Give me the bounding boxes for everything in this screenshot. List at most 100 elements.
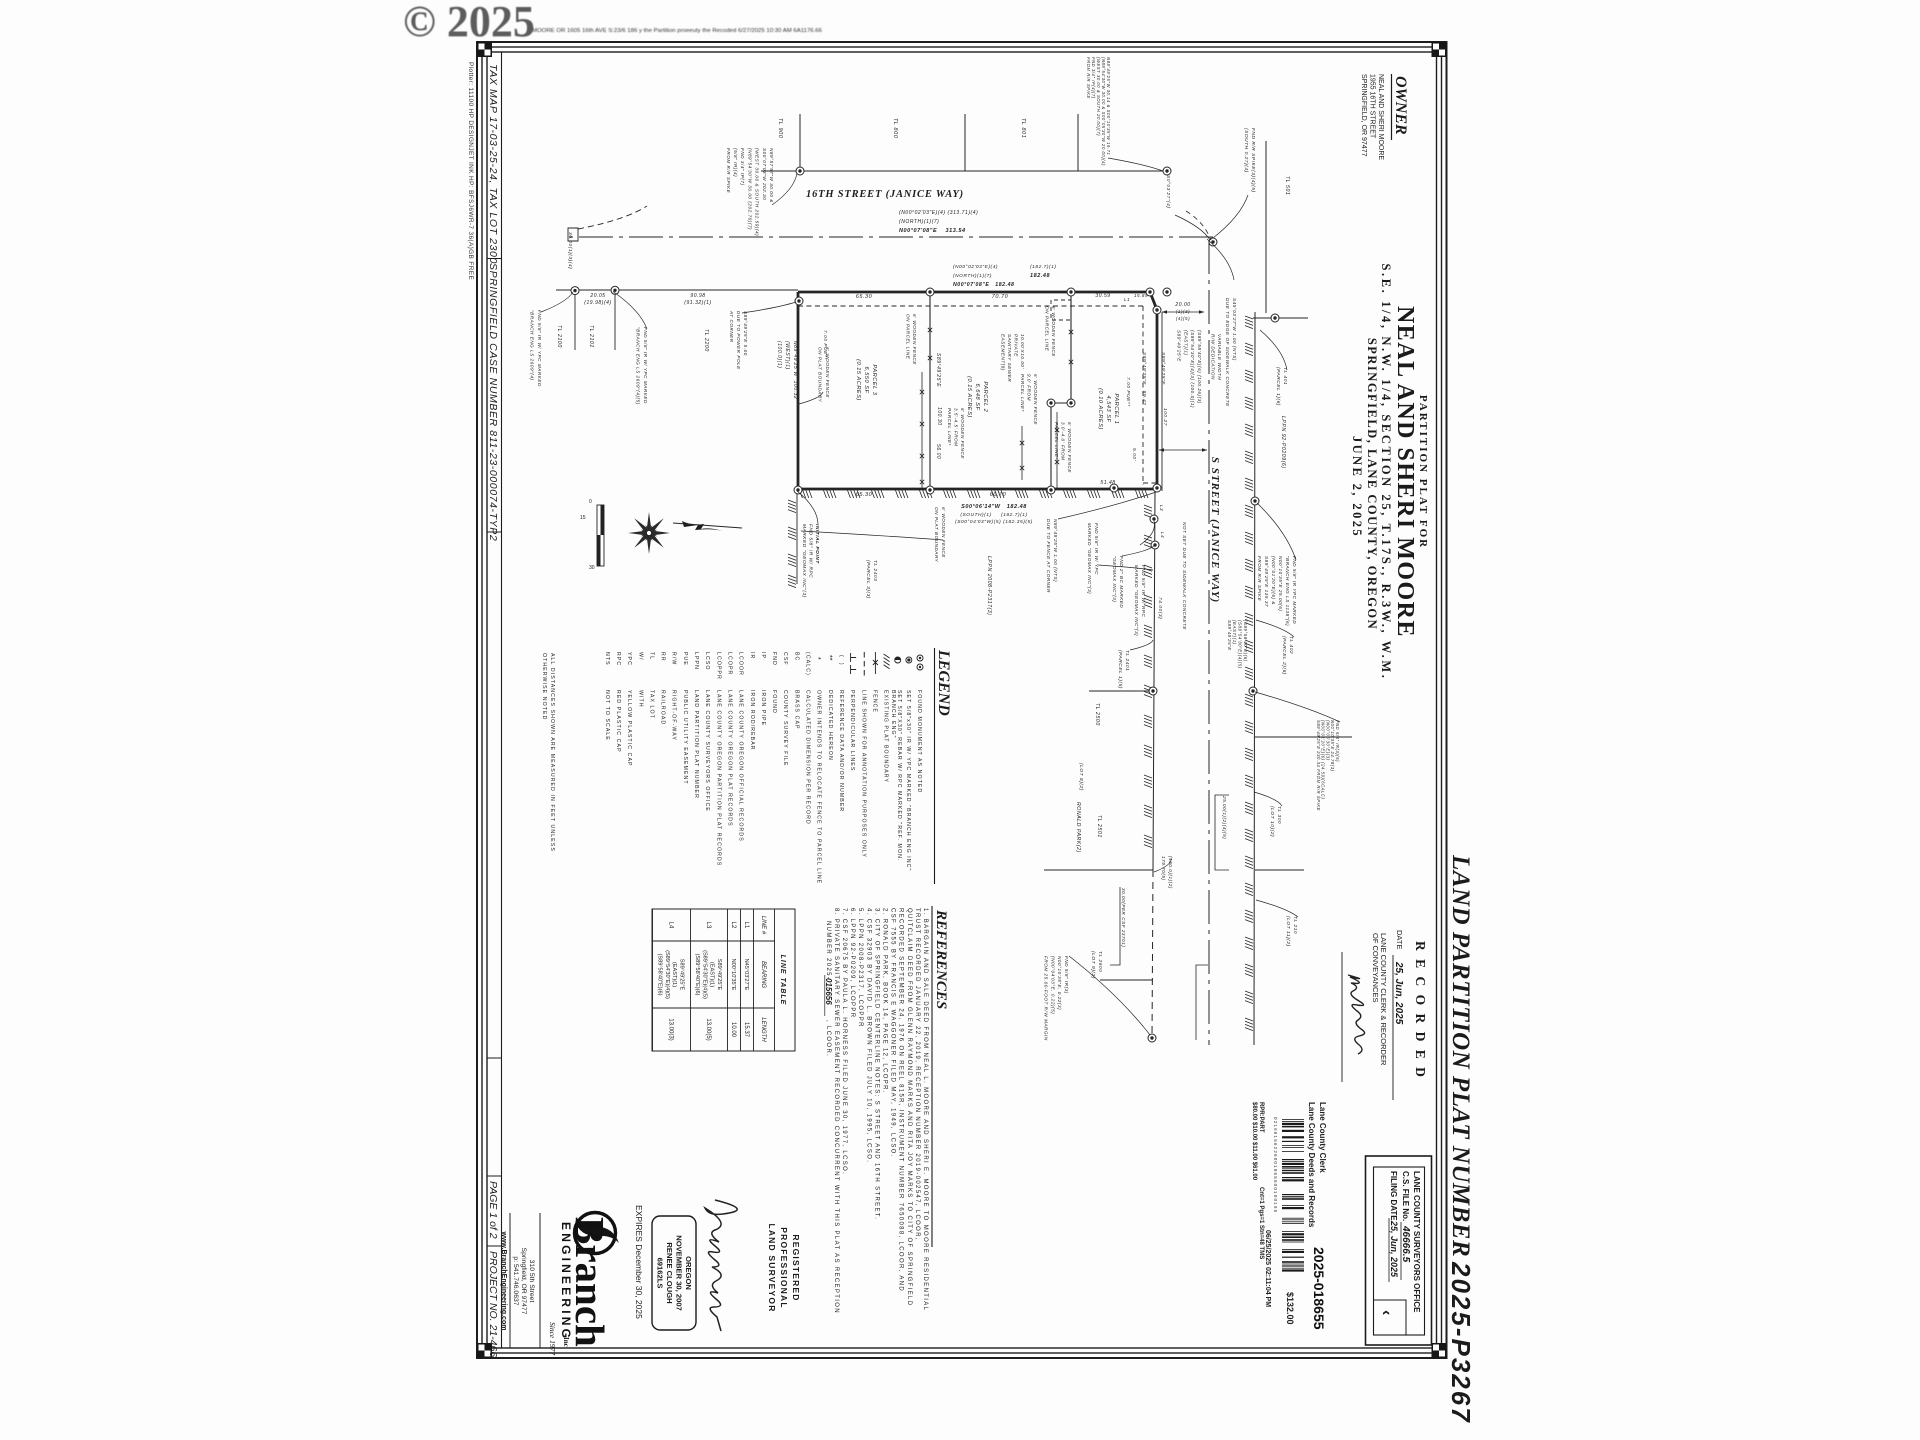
svg-text:FND 5/8" IR YPC MARKED: FND 5/8" IR YPC MARKED xyxy=(1292,556,1297,624)
svg-text:S89°49'25"E: S89°49'25"E xyxy=(1177,330,1182,362)
svg-text:FROM R/R SPIKE: FROM R/R SPIKE xyxy=(726,148,731,194)
svg-text:(PARCEL 1)(5): (PARCEL 1)(5) xyxy=(1117,650,1123,689)
svg-text:EASEMENT(8): EASEMENT(8) xyxy=(1001,334,1006,371)
svg-text:69162LS: 69162LS xyxy=(656,1258,665,1289)
svg-text:60.70: 60.70 xyxy=(990,492,1007,498)
svg-text:100.30: 100.30 xyxy=(936,407,942,426)
svg-text:S.E. 1/4, N.W. 1/4, SECTION 25: S.E. 1/4, N.W. 1/4, SECTION 25, T.17S., … xyxy=(1379,263,1393,680)
svg-text:LINE #: LINE # xyxy=(760,916,766,935)
svg-text:FND 5/8" IR W/ YPC MARKED: FND 5/8" IR W/ YPC MARKED xyxy=(537,310,542,387)
svg-text:N89°49'25"W 100.32: N89°49'25"W 100.32 xyxy=(792,341,798,399)
svg-text:NUMBER 2025-: NUMBER 2025- xyxy=(825,921,831,980)
svg-text:TL 210: TL 210 xyxy=(1292,916,1298,934)
svg-text:SANITARY SEWER: SANITARY SEWER xyxy=(1007,334,1012,382)
svg-text:15: 15 xyxy=(580,515,586,521)
svg-text:6. LPPN 92-P0209, LCOPPR: 6. LPPN 92-P0209, LCOPPR xyxy=(849,908,855,1018)
svg-text:$132.00: $132.00 xyxy=(1285,1292,1295,1325)
svg-text:5.00': 5.00' xyxy=(1131,448,1137,462)
svg-text:6,550 SF: 6,550 SF xyxy=(863,366,869,393)
svg-text:MARKED "GEOMAX INC"(3): MARKED "GEOMAX INC"(3) xyxy=(1087,523,1092,594)
svg-text:TL 2501: TL 2501 xyxy=(1096,815,1102,838)
svg-text:25.00(1)(2)(4)(5): 25.00(1)(2)(4)(5) xyxy=(1222,795,1227,839)
svg-text:S00°07'03"W 202.30: S00°07'03"W 202.30 xyxy=(762,148,767,200)
svg-text:LENGTH: LENGTH xyxy=(760,1017,766,1042)
svg-text:JUNE 2, 2025: JUNE 2, 2025 xyxy=(1350,436,1364,538)
svg-text:(SOUTH 0.27)(4): (SOUTH 0.27)(4) xyxy=(1243,128,1249,173)
svg-text:NOT TO SCALE: NOT TO SCALE xyxy=(604,690,610,741)
svg-text:TL 2200: TL 2200 xyxy=(703,329,709,352)
svg-text:N00°10'35"E: N00°10'35"E xyxy=(730,959,736,991)
svg-text:4. CSF 32903 BY DAVID L. BROWN: 4. CSF 32903 BY DAVID L. BROWN FILED JUL… xyxy=(865,908,871,1163)
svg-text:PRIVATE: PRIVATE xyxy=(1014,334,1019,357)
svg-text:IR: IR xyxy=(749,652,755,659)
svg-text:S89°49'25"E: S89°49'25"E xyxy=(716,959,722,991)
svg-text:7.00 PUE**: 7.00 PUE** xyxy=(822,330,828,360)
svg-text:RED PLASTIC CAP: RED PLASTIC CAP xyxy=(615,690,621,753)
svg-text:‹: ‹ xyxy=(1378,1310,1395,1315)
svg-text:2. RONALD PARK, BOOK 14, PAGE: 2. RONALD PARK, BOOK 14, PAGE 12, LCOPR. xyxy=(882,908,888,1094)
svg-text:PARCEL LINE*: PARCEL LINE* xyxy=(1054,422,1059,460)
svg-text:Inc: Inc xyxy=(562,1337,570,1347)
svg-text:LINE TABLE: LINE TABLE xyxy=(779,955,786,1006)
svg-text:10.00: 10.00 xyxy=(730,1022,736,1038)
svg-text:YPC: YPC xyxy=(626,652,632,666)
svg-text:65.30: 65.30 xyxy=(856,492,873,498)
svg-text:(EAST)(1): (EAST)(1) xyxy=(1183,330,1188,356)
svg-text:PARTITION PLAT FOR: PARTITION PLAT FOR xyxy=(1417,395,1429,549)
svg-text:015656: 015656 xyxy=(824,978,833,1005)
svg-text:TL 2101: TL 2101 xyxy=(588,325,594,348)
svg-text:(WEST 30.00 & SOUTH 20.00)(7): (WEST 30.00 & SOUTH 20.00)(7) xyxy=(1096,57,1101,136)
svg-text:R/W: R/W xyxy=(671,652,677,665)
svg-text:FND 3/4" IP(4)(7): FND 3/4" IP(4)(7) xyxy=(1091,57,1096,99)
svg-text:REGISTERED: REGISTERED xyxy=(791,1234,801,1301)
svg-text:(S89°58'40"E)(6): (S89°58'40"E)(6) xyxy=(1243,620,1248,662)
svg-text:FOUND: FOUND xyxy=(771,690,777,714)
svg-text:RR: RR xyxy=(660,652,666,662)
svg-text:15.89: 15.89 xyxy=(1134,293,1148,298)
svg-text:RPC: RPC xyxy=(615,652,621,666)
svg-text:PROJECT NO. 21-466: PROJECT NO. 21-466 xyxy=(487,1251,499,1357)
svg-text:(PARCEL 3)(3): (PARCEL 3)(3) xyxy=(865,560,871,599)
svg-text:13.00(5): 13.00(5) xyxy=(705,1018,711,1040)
svg-text:(PARCEL 1)(6): (PARCEL 1)(6) xyxy=(1275,367,1281,406)
svg-text:LANE COUNTY SURVEYORS OFFICE: LANE COUNTY SURVEYORS OFFICE xyxy=(1412,1171,1421,1313)
svg-text:(180.0)(1)(2): (180.0)(1)(2) xyxy=(1168,856,1173,889)
svg-text:PROFESSIONAL: PROFESSIONAL xyxy=(779,1227,789,1308)
svg-text:(91.32)(1): (91.32)(1) xyxy=(684,300,711,306)
svg-text:FND 5/8" IR W/ YPC: FND 5/8" IR W/ YPC xyxy=(1094,523,1099,575)
svg-text:$80.00 $10.00 $11.00 $61.00: $80.00 $10.00 $11.00 $61.00 xyxy=(1251,1102,1257,1181)
svg-text:100.27: 100.27 xyxy=(1162,408,1168,426)
svg-text:06/25/2025 02:11:04 PM: 06/25/2025 02:11:04 PM xyxy=(1264,1230,1271,1307)
svg-text:L1: L1 xyxy=(743,922,749,929)
svg-text:S89°49'25"E: S89°49'25"E xyxy=(678,959,684,991)
svg-text:(LOT 9)(2): (LOT 9)(2) xyxy=(1090,951,1096,979)
svg-text:NOT SET DUE TO SIDEWALK CONCRE: NOT SET DUE TO SIDEWALK CONCRETE xyxy=(1182,522,1187,630)
svg-text:OWNER: OWNER xyxy=(1392,76,1409,135)
svg-text:(S89°58'40"E)(6) (100.26)(3): (S89°58'40"E)(6) (100.26)(3) xyxy=(1197,330,1202,404)
svg-text:FROM R/R SPIKE: FROM R/R SPIKE xyxy=(1257,556,1262,602)
svg-text:TL 801: TL 801 xyxy=(1020,118,1026,138)
svg-text:(N00°05'30"E)(3): (N00°05'30"E)(3) xyxy=(1325,720,1330,761)
svg-text:(1)(3): (1)(3) xyxy=(1176,309,1190,314)
svg-text:Lane County Deeds and Records: Lane County Deeds and Records xyxy=(1307,1102,1316,1228)
svg-text:YELLOW PLASTIC CAP: YELLOW PLASTIC CAP xyxy=(626,690,632,767)
svg-text:IRON PIPE: IRON PIPE xyxy=(760,690,766,726)
svg-text:30: 30 xyxy=(589,565,595,571)
svg-text:BRANCH ENG": BRANCH ENG" xyxy=(890,690,896,739)
svg-text:(N00°01'20"E)(6) (24.59)(6CALC: (N00°01'20"E)(6) (24.59)(6CALC) xyxy=(1321,720,1326,799)
svg-text:182.48: 182.48 xyxy=(1030,273,1051,279)
svg-text:TL 2100: TL 2100 xyxy=(556,325,562,348)
svg-text:(N00°02'03"E)(4): (N00°02'03"E)(4) xyxy=(953,264,998,270)
svg-text:LEGEND: LEGEND xyxy=(935,649,952,716)
svg-text:DUE TO EDGE OF SIDEWALK CONCRE: DUE TO EDGE OF SIDEWALK CONCRETE xyxy=(1225,298,1230,407)
svg-text:DUE TO FENCE AT CORNER: DUE TO FENCE AT CORNER xyxy=(1046,519,1051,593)
svg-text:LPPN 2008-P2317(3): LPPN 2008-P2317(3) xyxy=(986,556,992,616)
svg-text:S89°49'25"E: S89°49'25"E xyxy=(1227,620,1232,651)
svg-text:30.59: 30.59 xyxy=(1095,293,1110,299)
svg-text:56.00: 56.00 xyxy=(935,444,941,459)
svg-text:25, Jun, 2025: 25, Jun, 2025 xyxy=(1393,961,1404,1025)
svg-text:SET 5/8"x30" IR W/ YPC MARKED: SET 5/8"x30" IR W/ YPC MARKED "BRANCH EN… xyxy=(905,690,911,871)
svg-text:02166166226001865500100195: 02166166226001865500100195 xyxy=(1273,1117,1278,1213)
svg-text:3.0'-4.0' FROM: 3.0'-4.0' FROM xyxy=(1061,422,1066,461)
svg-text:LANE COUNTY CLERK & RECORDER: LANE COUNTY CLERK & RECORDER xyxy=(1379,933,1388,1066)
